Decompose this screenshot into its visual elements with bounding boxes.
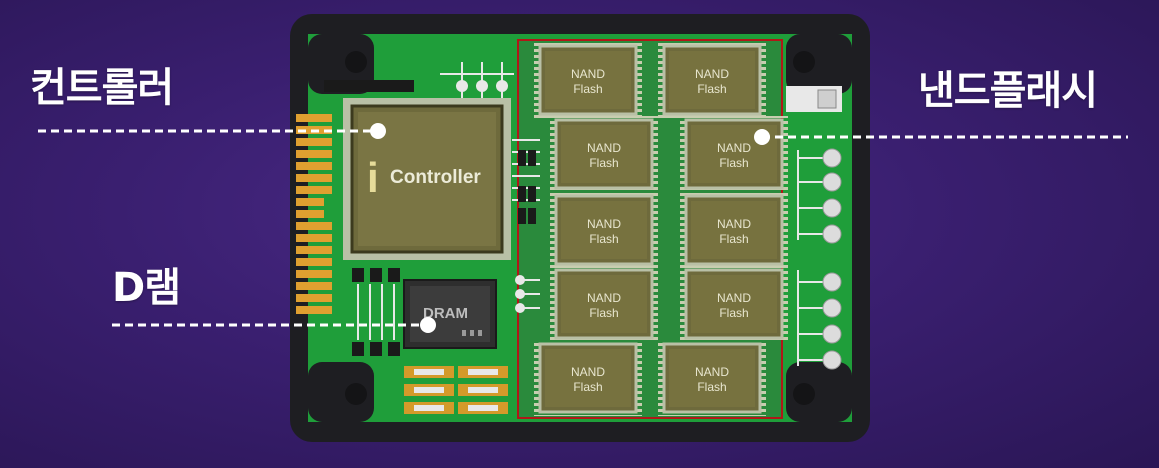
nand-chip-label: Flash [589, 232, 618, 246]
via [515, 303, 525, 313]
nand-chip-label: NAND [695, 365, 729, 379]
pcb-traces [324, 62, 842, 370]
test-point [822, 198, 842, 218]
nand-chip-label: NAND [571, 365, 605, 379]
connector-finger [296, 114, 332, 122]
connector-finger [296, 270, 332, 278]
test-point [822, 324, 842, 344]
connector-finger [296, 246, 332, 254]
connector-finger [296, 234, 332, 242]
dram-chip-label: DRAM [423, 305, 468, 322]
smd-component [352, 342, 364, 356]
resistor [324, 80, 414, 92]
controller-label: 컨트롤러 [30, 65, 174, 111]
smd-component [528, 150, 536, 166]
nand-chip-label: NAND [695, 67, 729, 81]
via [476, 80, 488, 92]
smd-component [518, 208, 526, 224]
nand-chip-label: Flash [573, 380, 602, 394]
nand-chip-label: NAND [587, 217, 621, 231]
connector-finger [296, 210, 324, 218]
test-point [822, 298, 842, 318]
nand-chip-label: NAND [717, 291, 751, 305]
connector-finger [296, 186, 332, 194]
connector-finger [296, 282, 332, 290]
via [496, 80, 508, 92]
via [515, 289, 525, 299]
controller-marker [370, 123, 386, 139]
nand-chip-label: Flash [719, 156, 748, 170]
connector-finger [296, 294, 332, 302]
smd-component [388, 342, 400, 356]
smd-component [388, 268, 400, 282]
connector-finger [296, 258, 332, 266]
dram-marker [420, 317, 436, 333]
test-point [822, 148, 842, 168]
smd-component [528, 208, 536, 224]
corner-notch [308, 362, 374, 422]
connector-finger [296, 306, 332, 314]
controller-chip-label: Controller [390, 167, 481, 188]
test-point [822, 350, 842, 370]
connector-finger [296, 174, 332, 182]
nand-chip-label: NAND [717, 141, 751, 155]
smd-component [352, 268, 364, 282]
dram-label: D램 [112, 265, 181, 311]
nand-chip-label: NAND [587, 141, 621, 155]
nand-chip-label: NAND [571, 67, 605, 81]
connector-finger [296, 198, 324, 206]
test-point [822, 272, 842, 292]
nand-flash-label: 낸드플래시 [918, 68, 1098, 114]
capacitor-pads [404, 366, 508, 414]
connector-finger [296, 150, 332, 158]
nand-chip-label: Flash [589, 156, 618, 170]
smd-component [518, 186, 526, 202]
controller-logo: i [367, 154, 379, 201]
nand-marker [754, 129, 770, 145]
nand-chip-label: NAND [717, 217, 751, 231]
corner-notch [786, 362, 852, 422]
edge-connector [296, 114, 332, 314]
nand-chip-label: Flash [719, 306, 748, 320]
test-point [822, 224, 842, 244]
nand-chip-label: Flash [697, 380, 726, 394]
connector-finger [296, 162, 332, 170]
nand-chip-label: Flash [573, 82, 602, 96]
nand-chip-label: Flash [719, 232, 748, 246]
via [456, 80, 468, 92]
smd-component [370, 268, 382, 282]
smd-component [518, 150, 526, 166]
via [515, 275, 525, 285]
connector-finger [296, 138, 332, 146]
nand-chip-label: Flash [697, 82, 726, 96]
corner-notch [786, 34, 852, 94]
test-point [822, 172, 842, 192]
corner-notch [308, 34, 374, 94]
connector-finger [296, 222, 332, 230]
smd-component [528, 186, 536, 202]
nand-chip-label: Flash [589, 306, 618, 320]
nand-chip-label: NAND [587, 291, 621, 305]
smd-component [370, 342, 382, 356]
